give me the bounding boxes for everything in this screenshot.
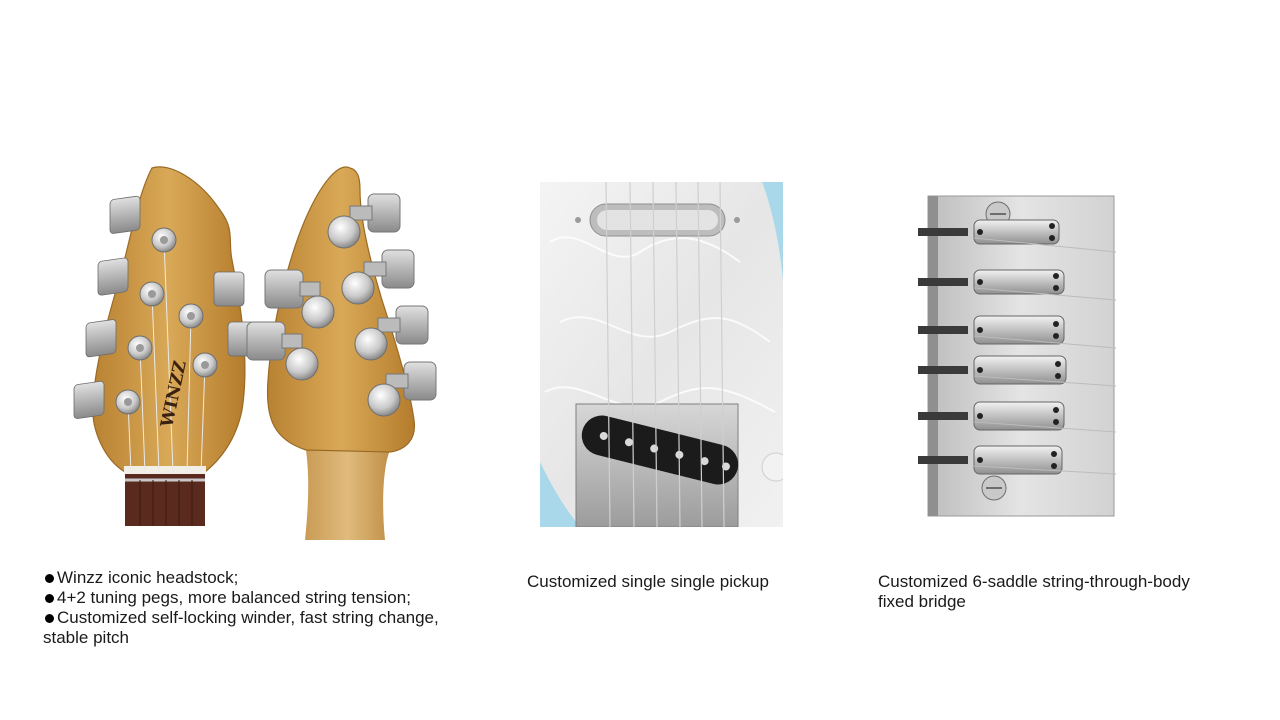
- bridge-caption-line: fixed bridge: [878, 592, 966, 611]
- pickup-caption: Customized single single pickup: [527, 572, 769, 591]
- headstock-front: WINZZ: [73, 166, 259, 526]
- bullet-icon: [45, 573, 54, 583]
- feature-text: Winzz iconic headstock;: [57, 568, 239, 587]
- feature-item: Customized self-locking winder, fast str…: [43, 608, 513, 628]
- feature-item: 4+2 tuning pegs, more balanced string te…: [43, 588, 513, 608]
- bridge-caption: Customized 6-saddle string-through-body …: [878, 572, 1258, 612]
- headstock-feature-list: Winzz iconic headstock; 4+2 tuning pegs,…: [43, 568, 513, 648]
- feature-item-continuation: stable pitch: [43, 628, 129, 647]
- bridge-image: [914, 192, 1117, 518]
- headstock-back: [246, 166, 437, 540]
- bullet-icon: [45, 593, 54, 603]
- feature-item: Winzz iconic headstock;: [43, 568, 513, 588]
- bullet-icon: [45, 613, 54, 623]
- pickup-image: [540, 181, 791, 528]
- feature-text: Customized self-locking winder, fast str…: [57, 608, 439, 627]
- bridge-caption-line: Customized 6-saddle string-through-body: [878, 572, 1190, 591]
- headstock-image: WINZZ: [60, 160, 460, 540]
- feature-text: 4+2 tuning pegs, more balanced string te…: [57, 588, 411, 607]
